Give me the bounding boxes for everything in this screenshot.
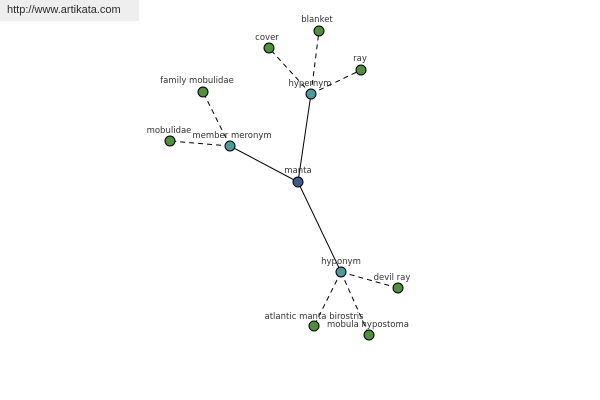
label-blanket: blanket	[301, 15, 333, 25]
graph-nodes	[164, 25, 404, 341]
edge-meronym-mobulidae	[169, 140, 231, 147]
label-hyponym: hyponym	[321, 257, 361, 267]
label-member-meronym: member meronym	[192, 131, 271, 141]
edge-hyponym-atlantic-manta	[313, 271, 342, 327]
label-devil-ray: devil ray	[374, 273, 411, 283]
label-mobulidae: mobulidae	[147, 126, 192, 136]
edge-hypernym-ray	[310, 69, 362, 95]
node-blanket[interactable]	[313, 25, 325, 37]
node-hypernym[interactable]	[305, 88, 317, 100]
edge-manta-hypernym	[297, 93, 312, 183]
edge-hypernym-blanket	[310, 30, 320, 95]
node-devil-ray[interactable]	[392, 282, 404, 294]
label-manta: manta	[284, 166, 311, 176]
node-cover[interactable]	[263, 42, 275, 54]
edge-manta-hyponym	[297, 181, 342, 273]
label-hypernym: hypernym	[288, 79, 331, 89]
label-atlantic-manta: atlantic manta birostris	[265, 312, 365, 322]
edge-hyponym-devil-ray	[340, 271, 399, 289]
edge-hypernym-cover	[268, 47, 312, 95]
node-mobula-hypostoma[interactable]	[363, 329, 375, 341]
node-manta[interactable]	[292, 176, 304, 188]
node-hyponym[interactable]	[335, 266, 347, 278]
edge-meronym-family-mobulidae	[202, 91, 231, 147]
node-member-meronym[interactable]	[224, 140, 236, 152]
edge-hyponym-mobula-hypostoma	[340, 271, 370, 336]
label-family-mobulidae: family mobulidae	[160, 76, 234, 86]
node-family-mobulidae[interactable]	[197, 86, 209, 98]
graph-labels: manta hypernym member meronym hyponym co…	[147, 15, 411, 330]
node-mobulidae[interactable]	[164, 135, 176, 147]
node-ray[interactable]	[355, 64, 367, 76]
watermark-url[interactable]: http://www.artikata.com	[0, 0, 139, 21]
edge-manta-member-meronym	[229, 145, 299, 183]
label-cover: cover	[255, 33, 279, 43]
label-ray: ray	[353, 54, 367, 64]
node-atlantic-manta[interactable]	[308, 320, 320, 332]
graph-edges	[169, 30, 399, 336]
label-mobula-hypostoma: mobula hypostoma	[327, 320, 409, 330]
